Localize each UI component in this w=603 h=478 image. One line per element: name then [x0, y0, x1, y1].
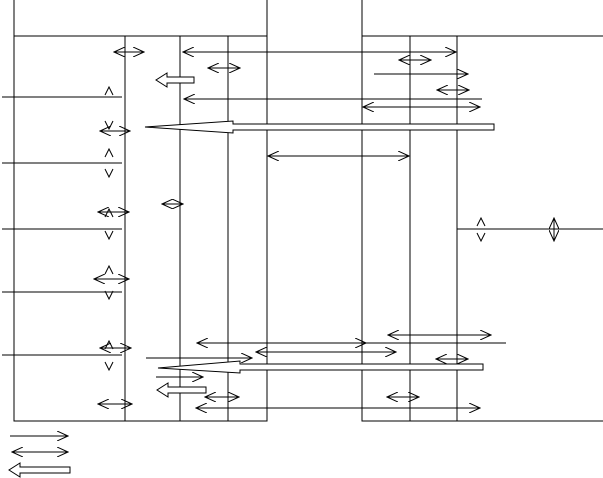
left-header-box: [13, 0, 268, 422]
hollow-block-arrow-icon: [155, 72, 195, 88]
chevron-up-icon: [104, 147, 114, 158]
lifelines: [124, 36, 458, 421]
chevron-up-icon: [476, 216, 486, 227]
chevron-down-icon: [476, 232, 486, 243]
legend: [8, 436, 71, 478]
hollow-block-arrow-icon: [156, 382, 207, 398]
hollow-wedge-arrow-icon: [157, 360, 484, 374]
chevron-up-icon: [104, 85, 114, 96]
hollow-wedge-arrow-icon: [144, 120, 495, 134]
chevron-down-icon: [104, 168, 114, 179]
chevron-up-icon: [104, 207, 114, 218]
chevron-down-icon: [104, 120, 114, 131]
chevron-down-icon: [104, 230, 114, 241]
chevron-down-icon: [104, 361, 114, 372]
left-stubs: [2, 96, 603, 356]
block-arrows: [144, 72, 495, 398]
double-arrows: [94, 52, 554, 408]
single-arrows: [146, 74, 506, 377]
diagram-frame: [13, 0, 603, 422]
chevron-up-icon: [104, 264, 114, 275]
legend-block-arrow: [8, 462, 71, 478]
chevron-down-icon: [104, 290, 114, 301]
right-header-box: [361, 0, 603, 422]
